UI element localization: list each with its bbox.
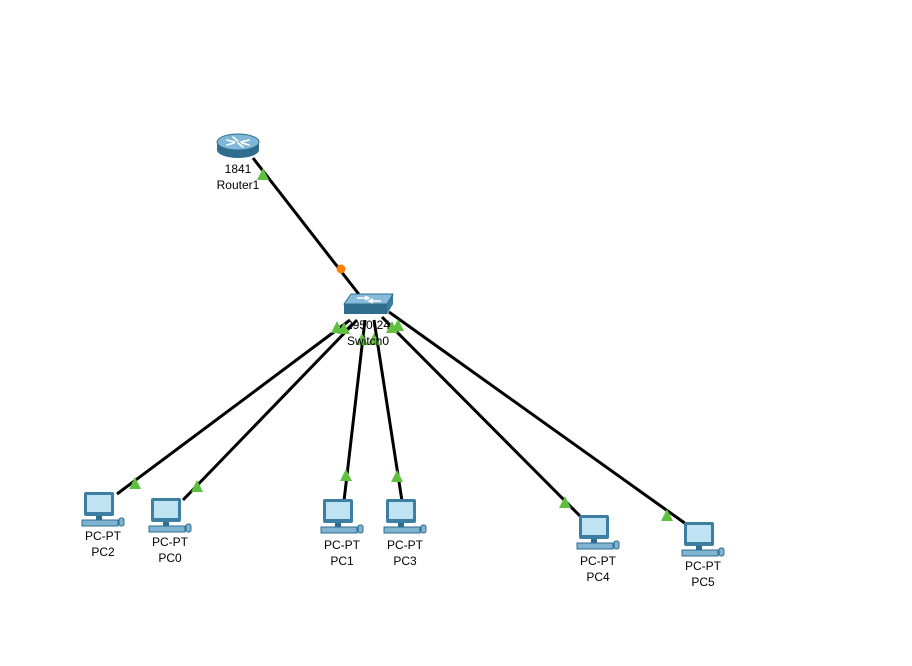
device-router1[interactable]: 1841 Router1 (213, 130, 263, 192)
link-light-switch0-uplink (336, 264, 346, 274)
pc1-model-label: PC-PT (324, 538, 360, 552)
cable-switch0-pc1[interactable] (340, 319, 368, 502)
link-light-router1 (257, 168, 269, 180)
link-light-pc5 (661, 509, 673, 521)
pc-icon (148, 498, 192, 533)
device-pc0[interactable]: PC-PT PC0 (147, 496, 193, 568)
device-pc2[interactable]: PC-PT PC2 (80, 490, 126, 562)
device-pc5[interactable]: PC-PT PC5 (680, 520, 726, 592)
router1-name-label: Router1 (216, 178, 260, 192)
cable-router1-switch0[interactable] (251, 157, 363, 298)
router-icon (216, 133, 260, 158)
link-light-switch0-pc1 (356, 333, 368, 345)
switch0-model-label: 2950-24 (345, 318, 391, 332)
cable-switch0-pc2[interactable] (116, 318, 351, 496)
device-pc4[interactable]: PC-PT PC4 (575, 513, 621, 585)
pc-icon (681, 522, 725, 557)
pc-icon (320, 499, 364, 534)
pc3-model-label: PC-PT (387, 538, 423, 552)
link-light-pc2 (129, 477, 141, 489)
switch0-name-label: Switch0 (346, 334, 390, 348)
pc-icon (383, 499, 427, 534)
pc5-name-label: PC5 (691, 575, 715, 589)
pc4-name-label: PC4 (586, 570, 610, 584)
pc-icon (576, 515, 620, 550)
router1-model-label: 1841 (224, 162, 252, 176)
link-light-pc3 (391, 470, 403, 482)
link-light-pc0 (191, 480, 203, 492)
pc3-name-label: PC3 (393, 554, 417, 568)
link-light-pc4 (559, 496, 571, 508)
pc2-name-label: PC2 (91, 545, 115, 559)
pc-icon (81, 492, 125, 527)
pc1-name-label: PC1 (330, 554, 354, 568)
pc0-name-label: PC0 (158, 551, 182, 565)
device-switch0[interactable]: 2950-24 Switch0 (343, 292, 395, 350)
pc2-model-label: PC-PT (85, 529, 121, 543)
device-pc3[interactable]: PC-PT PC3 (382, 497, 428, 569)
link-light-switch0-pc5 (392, 319, 404, 331)
cable-switch0-pc0[interactable] (181, 318, 359, 502)
cable-switch0-pc5[interactable] (388, 310, 687, 526)
pc0-model-label: PC-PT (152, 535, 188, 549)
pc5-model-label: PC-PT (685, 559, 721, 573)
link-light-pc1 (340, 469, 352, 481)
switch-icon (343, 293, 394, 314)
pc4-model-label: PC-PT (580, 554, 616, 568)
link-light-switch0-pc3 (368, 333, 380, 345)
link-light-switch0-pc0 (338, 322, 350, 334)
device-pc1[interactable]: PC-PT PC1 (319, 497, 365, 569)
cable-switch0-pc3[interactable] (368, 319, 404, 502)
